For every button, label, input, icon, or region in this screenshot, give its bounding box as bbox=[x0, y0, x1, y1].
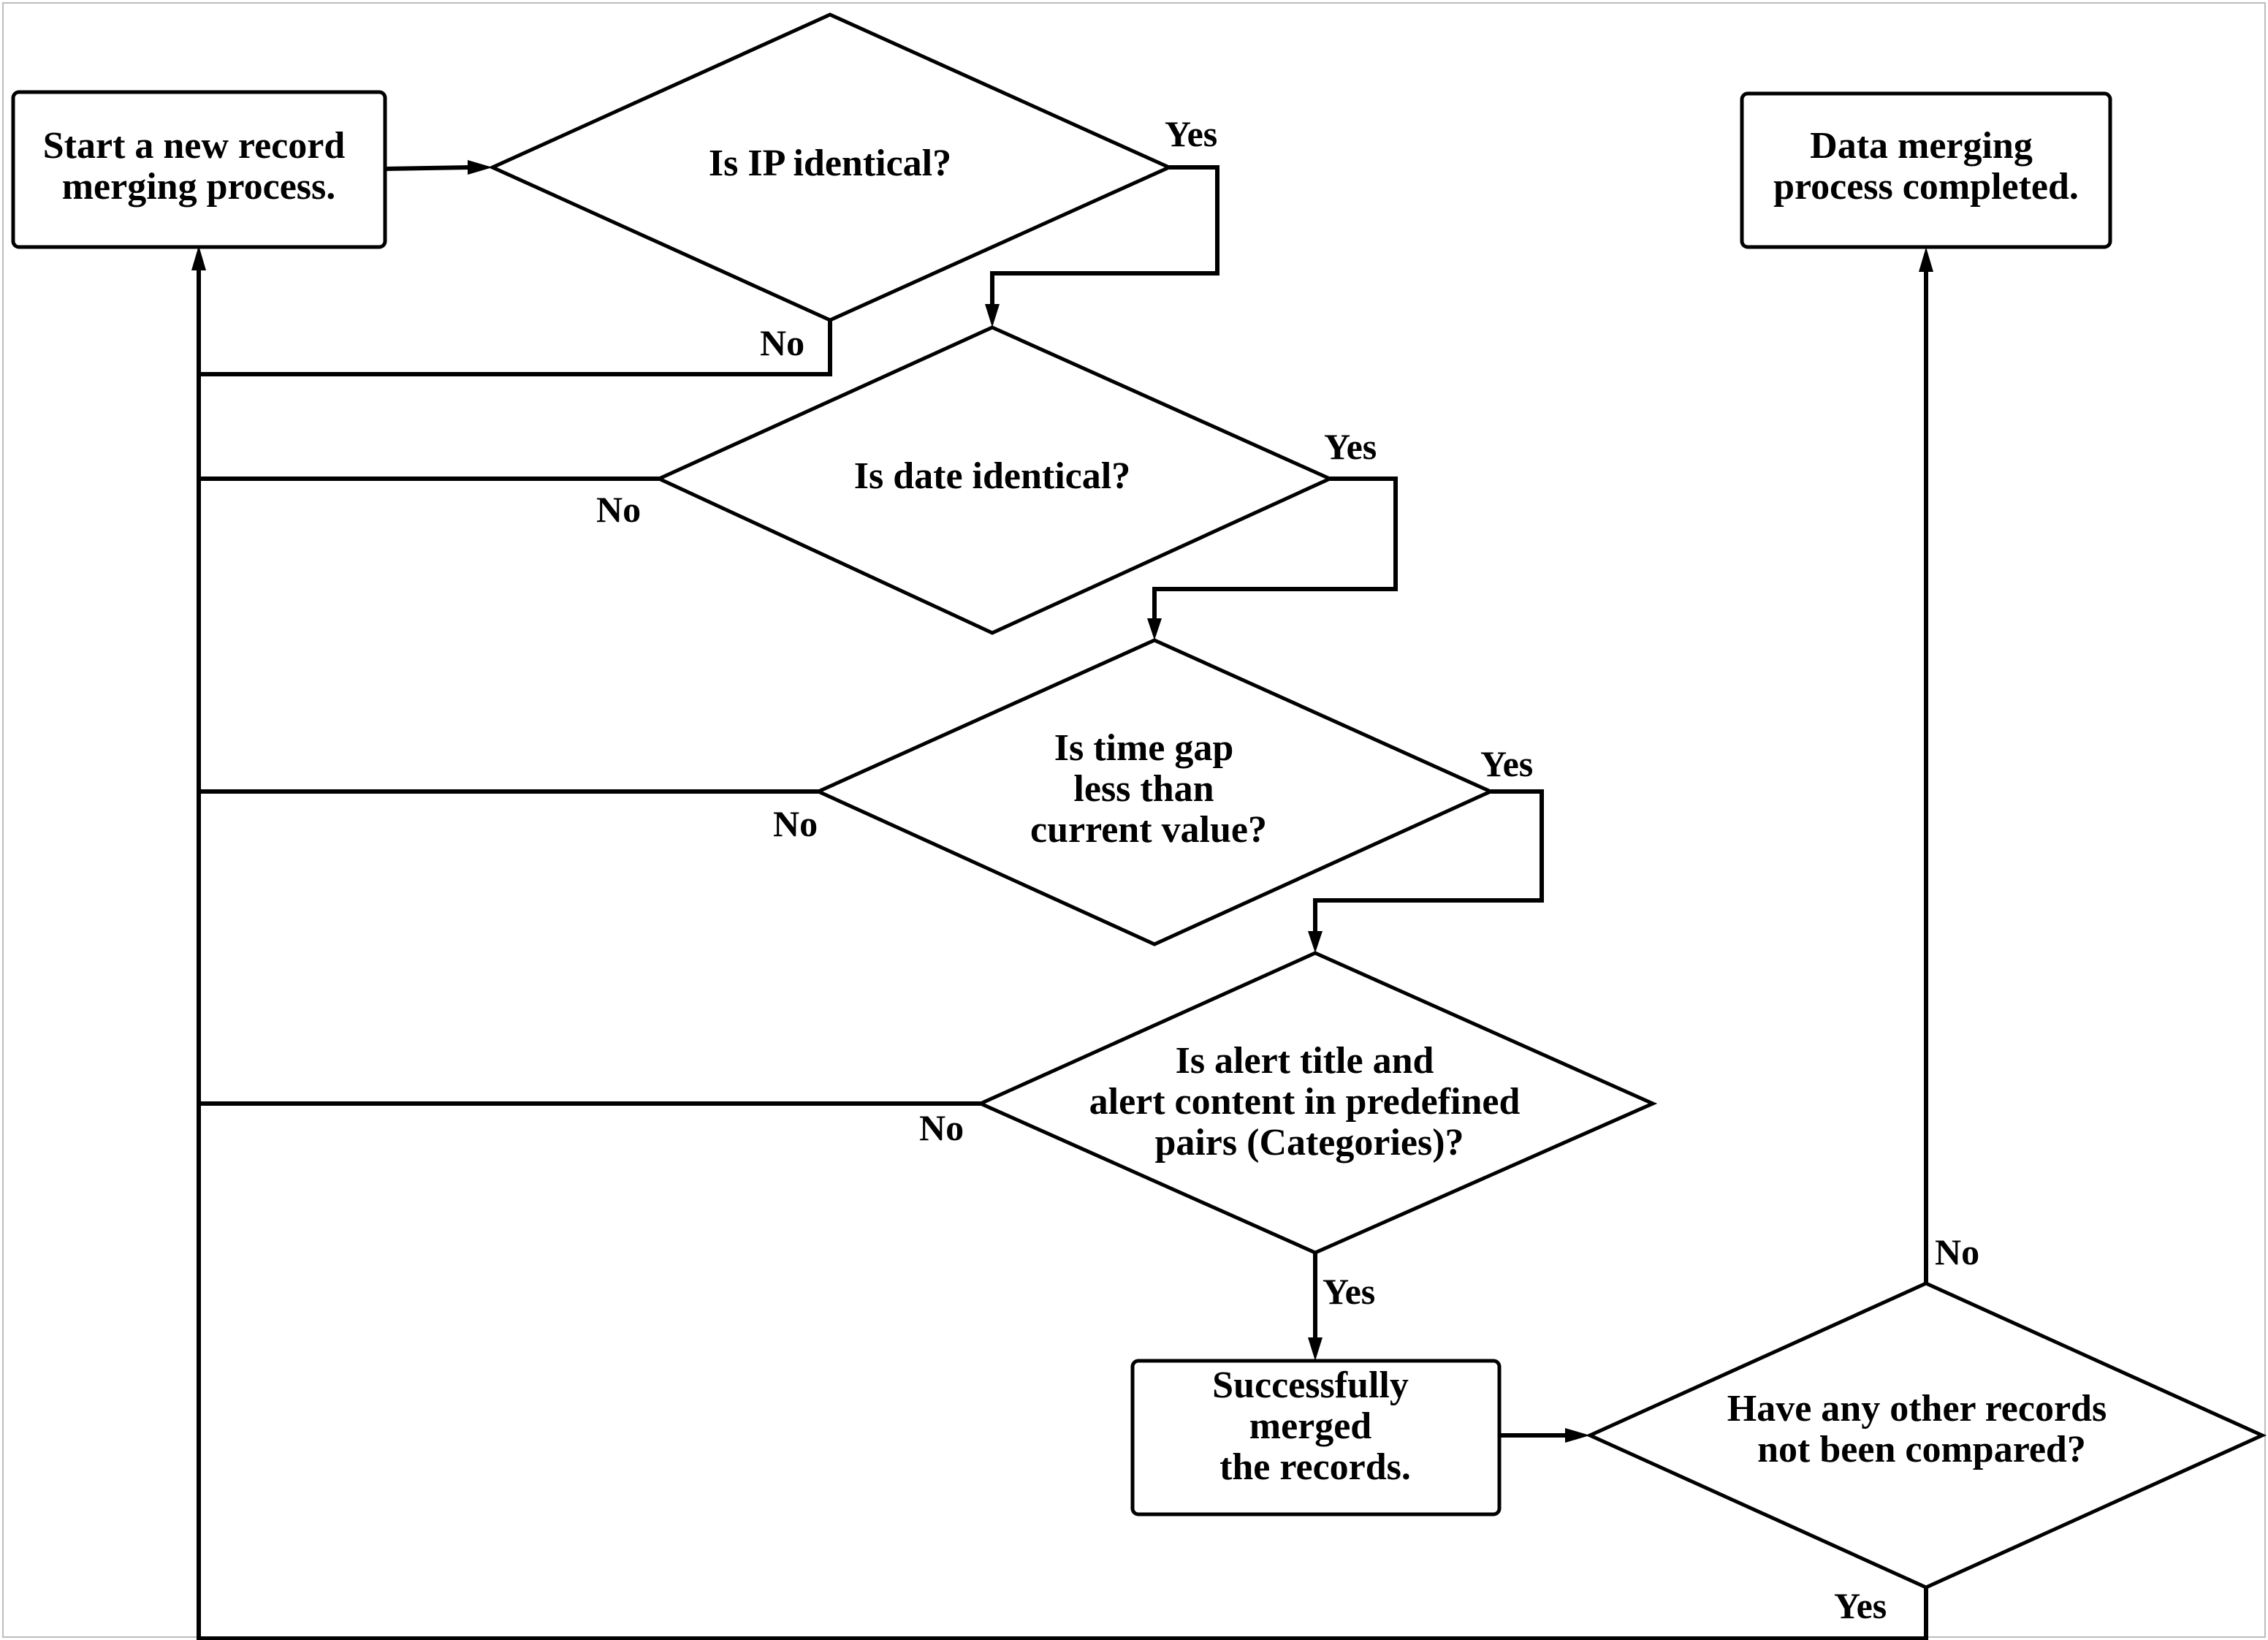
end-line-1: Data merging bbox=[1810, 125, 2033, 167]
time-gap-decision-text: Is time gap less than current value? bbox=[1030, 727, 1267, 851]
ip-decision-diamond bbox=[487, 12, 1174, 322]
remaining-line-1: Have any other records bbox=[1727, 1388, 2107, 1430]
edge-time-yes bbox=[1313, 789, 1544, 935]
start-line-2: merging process. bbox=[62, 166, 336, 208]
time-no-label: No bbox=[773, 803, 818, 844]
edge-start-to-ip bbox=[384, 165, 473, 171]
merged-box bbox=[1130, 1359, 1502, 1516]
arrowheads bbox=[191, 160, 1933, 1443]
arrowhead-to-merged bbox=[1308, 1337, 1323, 1361]
date-no-label: No bbox=[596, 489, 641, 530]
arrowhead-to-time-gap bbox=[1147, 618, 1162, 640]
edge-ip-no bbox=[199, 320, 832, 376]
merged-box-text: Successfully merged the records. bbox=[1212, 1364, 1418, 1488]
merged-line-3: the records. bbox=[1219, 1446, 1411, 1488]
connectors bbox=[197, 165, 1928, 1640]
time-gap-line-1: Is time gap bbox=[1054, 727, 1234, 769]
start-line-1: Start a new record bbox=[43, 125, 346, 167]
arrowhead-to-ip bbox=[468, 160, 492, 175]
date-line-1: Is date identical? bbox=[854, 455, 1130, 497]
edge-date-yes bbox=[1152, 477, 1398, 623]
remaining-decision-diamond bbox=[1585, 1281, 2267, 1590]
edge-remaining-yes bbox=[197, 262, 1928, 1640]
date-yes-label: Yes bbox=[1324, 426, 1377, 467]
date-decision-text: Is date identical? bbox=[854, 455, 1130, 497]
time-gap-decision-diamond bbox=[813, 638, 1496, 946]
ip-decision-text: Is IP identical? bbox=[709, 143, 951, 184]
alert-line-3: pairs (Categories)? bbox=[1154, 1122, 1464, 1163]
end-box-text: Data merging process completed. bbox=[1773, 125, 2079, 208]
merged-line-2: merged bbox=[1249, 1405, 1372, 1447]
arrowhead-to-start bbox=[191, 246, 206, 270]
alert-no-label: No bbox=[919, 1107, 964, 1148]
time-gap-line-2: less than bbox=[1073, 768, 1214, 810]
time-gap-line-3: current value? bbox=[1030, 809, 1267, 851]
arrowhead-to-remaining bbox=[1565, 1428, 1590, 1443]
date-decision-diamond bbox=[654, 325, 1335, 635]
time-yes-label: Yes bbox=[1480, 743, 1533, 784]
end-line-2: process completed. bbox=[1773, 166, 2079, 208]
arrowhead-to-date bbox=[985, 304, 1000, 327]
ip-no-label: No bbox=[760, 322, 804, 363]
ip-yes-label: Yes bbox=[1165, 113, 1217, 154]
alert-decision-diamond bbox=[975, 951, 1658, 1255]
end-box bbox=[1740, 91, 2112, 249]
remaining-decision-text: Have any other records not been compared… bbox=[1727, 1388, 2116, 1470]
alert-line-2: alert content in predefined bbox=[1089, 1081, 1521, 1123]
arrowhead-to-end bbox=[1919, 247, 1933, 272]
start-box-text: Start a new record merging process. bbox=[43, 125, 355, 208]
edge-ip-yes bbox=[990, 165, 1219, 308]
remaining-yes-label: Yes bbox=[1834, 1585, 1887, 1626]
alert-line-1: Is alert title and bbox=[1176, 1040, 1434, 1082]
ip-line-1: Is IP identical? bbox=[709, 143, 951, 184]
remaining-no-label: No bbox=[1935, 1231, 1979, 1272]
alert-yes-label: Yes bbox=[1323, 1271, 1375, 1312]
start-box bbox=[11, 90, 387, 249]
alert-decision-text: Is alert title and alert content in pred… bbox=[1089, 1040, 1530, 1163]
arrowhead-to-alert bbox=[1308, 931, 1323, 953]
merged-line-1: Successfully bbox=[1212, 1364, 1409, 1406]
remaining-line-2: not been compared? bbox=[1757, 1429, 2086, 1470]
